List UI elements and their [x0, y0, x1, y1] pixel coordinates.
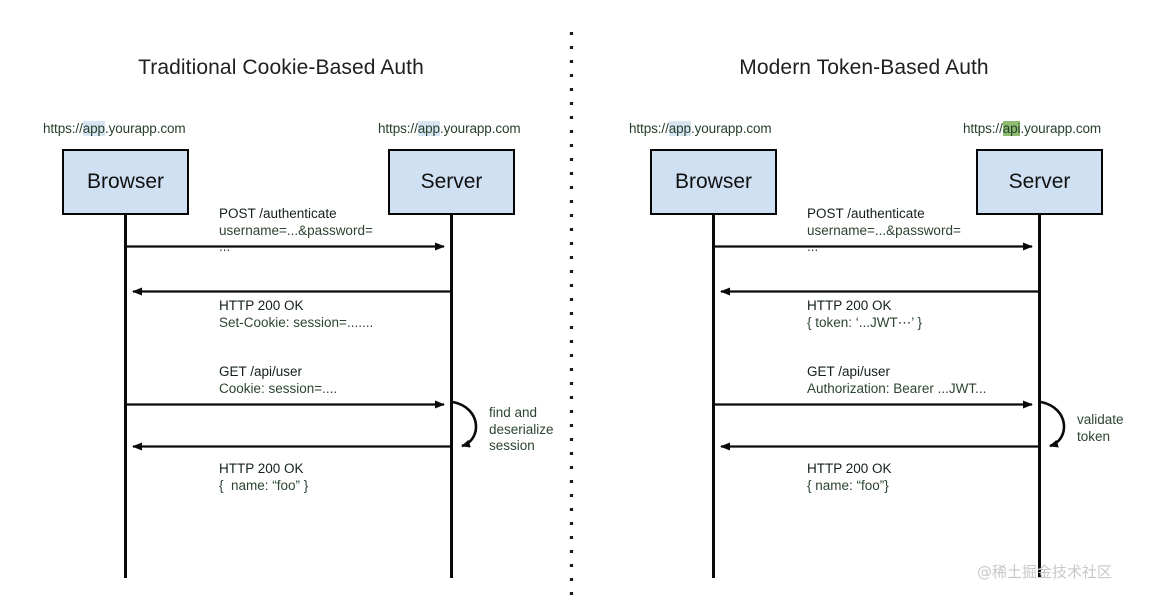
actor-box-server-token[interactable]: Server	[976, 149, 1103, 215]
message-line-2: Cookie: session=....	[219, 380, 338, 396]
message-line-1: GET /api/user	[807, 364, 891, 379]
message-line-1: HTTP 200 OK	[219, 461, 304, 476]
url-suffix: .yourapp.com	[104, 121, 186, 136]
message-label-token-2: HTTP 200 OK{ token: ‘...JWT⋯’ }	[807, 298, 922, 331]
url-label-server-token: https://api.yourapp.com	[963, 121, 1101, 136]
message-line-2: { token: ‘...JWT⋯’ }	[807, 314, 923, 330]
message-line-1: POST /authenticate	[807, 206, 925, 221]
message-line-2: Set-Cookie: session=.......	[219, 314, 374, 330]
message-label-token-4: HTTP 200 OK{ name: “foo”}	[807, 461, 892, 494]
message-label-cookie-4: HTTP 200 OK{ name: “foo” }	[219, 461, 308, 494]
note-line-2: token	[1077, 428, 1111, 444]
actor-label: Server	[1008, 170, 1071, 193]
url-highlight: app	[668, 121, 691, 136]
url-prefix: https://	[963, 121, 1003, 136]
message-line-1: HTTP 200 OK	[807, 298, 892, 313]
self-loop-arrow-cookie	[452, 400, 478, 448]
note-line-1: validate	[1077, 412, 1124, 427]
actor-label: Server	[420, 170, 483, 193]
message-line-2: { name: “foo” }	[219, 477, 309, 493]
url-highlight: app	[417, 121, 440, 136]
url-highlight: api	[1002, 121, 1021, 136]
watermark-text: @稀土掘金技术社区	[977, 563, 1113, 581]
panel-title-token: Modern Token-Based Auth	[739, 56, 989, 79]
message-line-1: GET /api/user	[219, 364, 303, 379]
url-prefix: https://	[43, 121, 83, 136]
actor-box-server-cookie[interactable]: Server	[388, 149, 515, 215]
message-line-2: Authorization: Bearer ...JWT...	[807, 380, 987, 396]
actor-label: Browser	[86, 170, 165, 193]
message-line-2: username=...&password=	[219, 222, 373, 238]
url-suffix: .yourapp.com	[439, 121, 521, 136]
message-line-2: { name: “foo”}	[807, 477, 889, 493]
url-suffix: .yourapp.com	[1020, 121, 1102, 136]
actor-box-browser-token[interactable]: Browser	[650, 149, 777, 215]
note-line-2: deserialize	[489, 421, 554, 437]
message-line-1: POST /authenticate	[219, 206, 337, 221]
url-highlight: app	[82, 121, 105, 136]
url-prefix: https://	[378, 121, 418, 136]
panel-title-cookie: Traditional Cookie-Based Auth	[138, 56, 424, 79]
message-line-3: ...	[807, 239, 819, 254]
url-suffix: .yourapp.com	[690, 121, 772, 136]
message-line-3: ...	[219, 239, 231, 254]
url-prefix: https://	[629, 121, 669, 136]
url-label-browser-token: https://app.yourapp.com	[629, 121, 772, 136]
url-label-server-cookie: https://app.yourapp.com	[378, 121, 521, 136]
message-line-1: HTTP 200 OK	[219, 298, 304, 313]
note-line-1: find and	[489, 405, 538, 420]
note-line-3: session	[489, 438, 535, 453]
url-label-browser-cookie: https://app.yourapp.com	[43, 121, 186, 136]
actor-label: Browser	[674, 170, 753, 193]
actor-box-browser-cookie[interactable]: Browser	[62, 149, 189, 215]
self-loop-arrow-token	[1040, 400, 1066, 448]
message-line-1: HTTP 200 OK	[807, 461, 892, 476]
message-line-2: username=...&password=	[807, 222, 961, 238]
